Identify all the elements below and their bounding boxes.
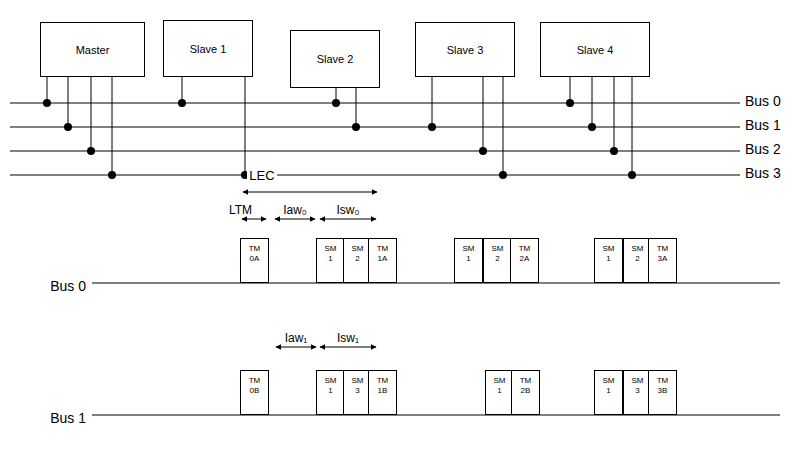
slot-label: SM 1	[317, 376, 344, 396]
interval-label: LEC	[247, 169, 276, 183]
device-name: Slave 1	[190, 43, 227, 55]
device-box: Slave 3	[415, 22, 515, 77]
interval-label: LTM	[229, 204, 252, 217]
slot-label: SM 2	[624, 244, 651, 264]
device-box: Slave 2	[290, 30, 380, 88]
message-slot: SM 1	[454, 238, 483, 283]
device-name: Master	[76, 44, 110, 56]
slot-label: TM 1B	[369, 376, 396, 396]
message-slot: SM 1	[485, 370, 514, 415]
bus-name: Bus 2	[745, 142, 781, 157]
interval-label: Isw₀	[337, 204, 360, 217]
message-slot: SM 2	[483, 238, 512, 283]
bus-name: Bus 0	[745, 94, 781, 109]
slot-label: TM 1A	[369, 244, 396, 264]
device-name: Slave 4	[577, 44, 614, 56]
message-slot: TM 3B	[648, 370, 677, 415]
interval-label: Iaw₁	[285, 332, 308, 345]
device-box: Master	[40, 22, 145, 77]
bus-name: Bus 1	[50, 411, 86, 426]
device-box: Slave 4	[540, 22, 650, 77]
slot-label: TM 2B	[512, 376, 539, 396]
slot-label: SM 1	[595, 376, 622, 396]
message-slot: SM 1	[316, 370, 345, 415]
message-slot: TM 1B	[368, 370, 397, 415]
slot-label: SM 1	[455, 244, 482, 264]
slot-label: SM 1	[317, 244, 344, 264]
slot-label: TM 2A	[511, 244, 538, 264]
message-slot: TM 2A	[510, 238, 539, 283]
device-name: Slave 3	[447, 44, 484, 56]
bus-name: Bus 3	[745, 166, 781, 181]
message-slot: TM 2B	[511, 370, 540, 415]
slot-label: SM 1	[595, 244, 622, 264]
bus-name: Bus 0	[50, 279, 86, 294]
slot-label: TM 3A	[649, 244, 676, 264]
slot-label: SM 2	[344, 244, 371, 264]
device-name: Slave 2	[317, 53, 354, 65]
slot-label: SM 2	[484, 244, 511, 264]
slot-label: TM 0B	[241, 376, 268, 396]
device-box: Slave 1	[163, 20, 253, 77]
slot-label: TM 3B	[649, 376, 676, 396]
slot-label: TM 0A	[241, 244, 268, 264]
message-slot: TM 0A	[240, 238, 269, 283]
message-slot: TM 0B	[240, 370, 269, 415]
message-slot: SM 1	[594, 370, 623, 415]
slot-label: SM 3	[344, 376, 371, 396]
bus-name: Bus 1	[745, 118, 781, 133]
message-slot: TM 1A	[368, 238, 397, 283]
message-slot: TM 3A	[648, 238, 677, 283]
slot-label: SM 3	[624, 376, 651, 396]
message-slot: SM 1	[316, 238, 345, 283]
interval-label: Isw₁	[337, 332, 359, 345]
slot-label: SM 1	[486, 376, 513, 396]
message-slot: SM 1	[594, 238, 623, 283]
interval-label: Iaw₀	[283, 204, 307, 217]
